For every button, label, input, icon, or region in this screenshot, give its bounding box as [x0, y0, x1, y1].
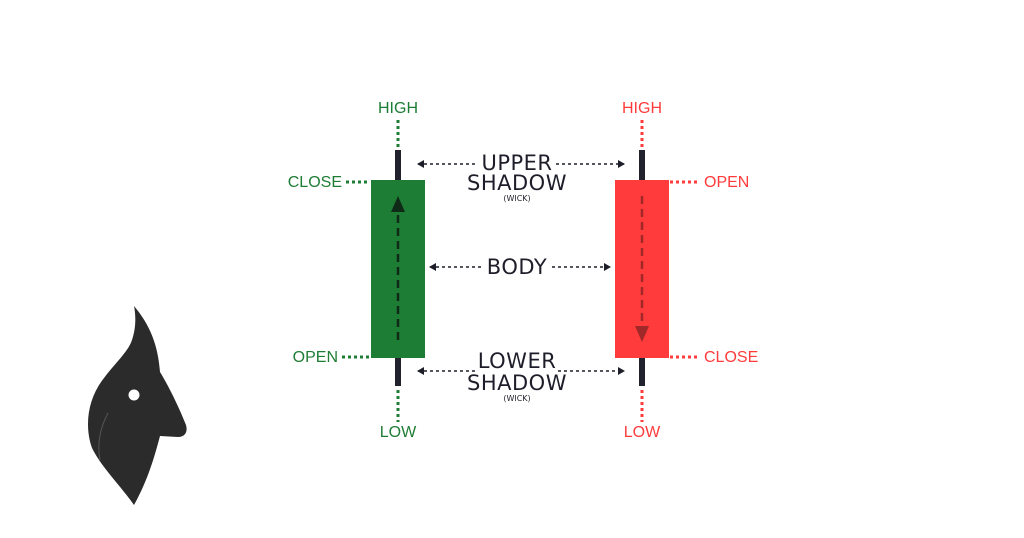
upper-shadow-title-line2: SHADOW: [467, 171, 567, 195]
bullish-close-label: CLOSE: [287, 174, 342, 191]
bearish-low-label: LOW: [623, 424, 661, 441]
bearish-arrow-head: [635, 326, 649, 342]
bullish-high-label: HIGH: [378, 100, 418, 117]
bullish-arrow-head: [391, 196, 405, 212]
bullish-low-label: LOW: [379, 424, 417, 441]
lower-shadow-title-line1: LOWER: [477, 349, 557, 373]
bullish-lower-wick: [395, 358, 401, 386]
bearish-lower-wick: [639, 358, 645, 386]
body-title: BODY: [486, 255, 548, 279]
bearish-close-label: CLOSE: [704, 349, 759, 366]
lower-shadow-note: (WICK): [503, 394, 531, 403]
upper-shadow-title-line1: UPPER: [481, 151, 553, 175]
bearish-high-label: HIGH: [622, 100, 662, 117]
bullish-upper-wick: [395, 150, 401, 180]
bullish-open-label: OPEN: [292, 349, 338, 366]
upper-shadow-note: (WICK): [503, 194, 531, 203]
bearish-upper-wick: [639, 150, 645, 180]
bearish-open-label: OPEN: [704, 174, 750, 191]
lower-shadow-title-line2: SHADOW: [467, 371, 567, 395]
bull-head-icon: [88, 306, 187, 505]
